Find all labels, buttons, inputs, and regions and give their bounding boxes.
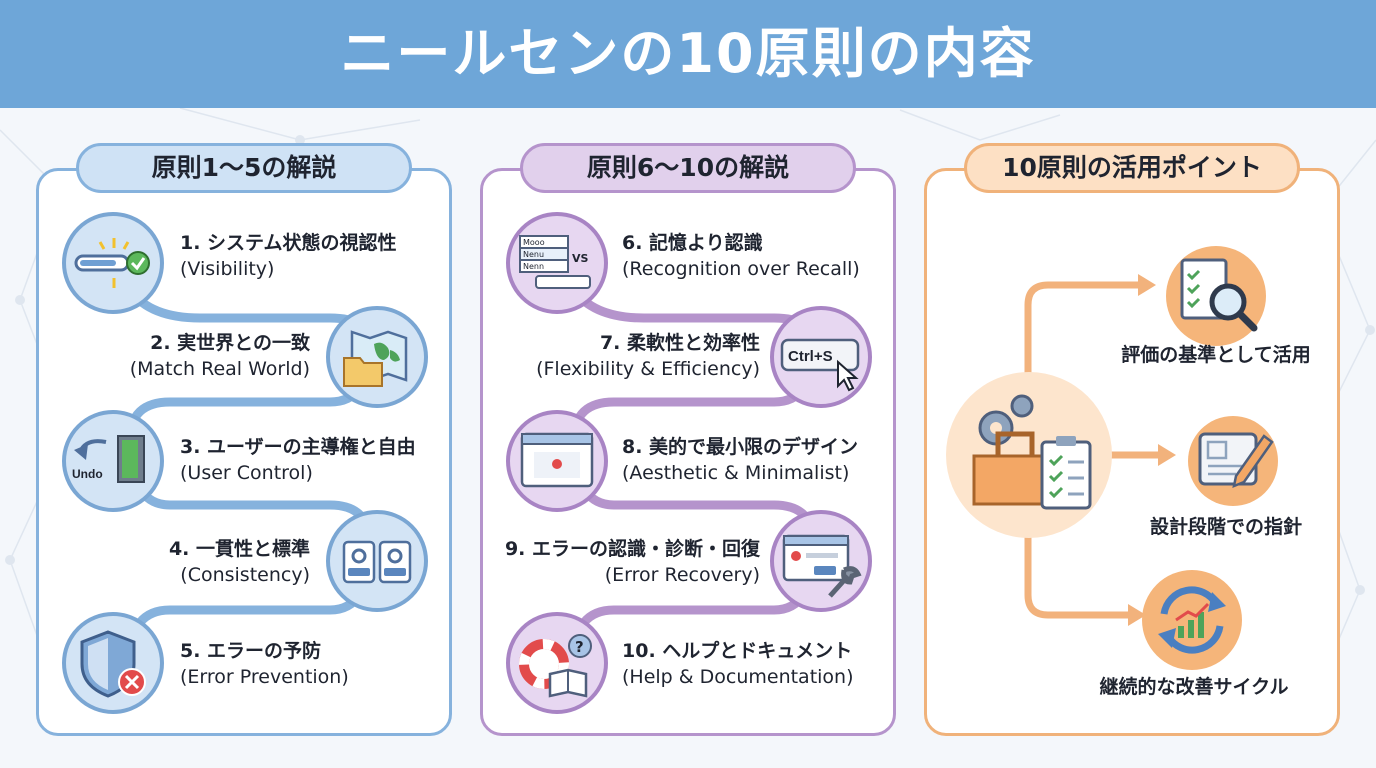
evaluation-icon-circle — [1166, 246, 1266, 346]
keyboard-shortcut-icon: Ctrl+S — [780, 338, 860, 392]
checklist-magnifier-icon — [1180, 258, 1258, 332]
principle-10-icon-circle: ? — [506, 612, 608, 714]
undo-door-icon: Undo — [72, 435, 145, 483]
principle-8-heading: 8. 美的で最小限のデザイン — [622, 436, 859, 458]
toolbox-checklist-icon — [972, 394, 1092, 510]
principle-4-icon-circle — [326, 510, 428, 612]
consistent-cards-icon — [342, 540, 412, 584]
principle-8-english: (Aesthetic & Minimalist) — [622, 462, 850, 484]
principle-7-label: 7. 柔軟性と効率性 (Flexibility & Efficiency) — [536, 330, 760, 382]
principle-2-label: 2. 実世界との一致 (Match Real World) — [130, 330, 310, 382]
principle-4-english: (Consistency) — [180, 564, 310, 586]
principle-7-icon-circle: Ctrl+S — [770, 306, 872, 408]
shortcut-key-text: Ctrl+S — [788, 348, 833, 365]
principle-5-icon-circle — [62, 612, 164, 714]
principle-2-icon-circle — [326, 306, 428, 408]
principle-9-english: (Error Recovery) — [604, 564, 760, 586]
vs-text: VS — [572, 252, 589, 265]
principle-5-heading: 5. エラーの予防 — [180, 640, 322, 662]
improvement-icon-circle — [1142, 570, 1242, 670]
panel-title-principles-1-5: 原則1〜5の解説 — [76, 143, 412, 193]
svg-text:?: ? — [575, 638, 584, 656]
map-folder-icon — [343, 330, 408, 387]
lifebuoy-book-icon: ? — [519, 634, 592, 698]
design-label: 設計段階での指針 — [1149, 516, 1302, 538]
principle-1-english: (Visibility) — [180, 258, 275, 280]
shield-error-icon — [80, 630, 146, 698]
minimal-window-icon — [520, 432, 594, 488]
improvement-cycle-icon — [1158, 586, 1226, 654]
tablet-pencil-icon — [1198, 432, 1274, 489]
principle-6-heading: 6. 記憶より認識 — [622, 232, 763, 254]
panel-title-principles-6-10: 原則6〜10の解説 — [520, 143, 856, 193]
evaluation-label: 評価の基準として活用 — [1121, 344, 1311, 366]
error-dialog-wrench-icon — [782, 534, 862, 598]
principle-3-label: 3. ユーザーの主導権と自由 (User Control) — [180, 434, 416, 486]
principle-3-heading: 3. ユーザーの主導権と自由 — [180, 436, 416, 458]
principle-2-english: (Match Real World) — [129, 358, 310, 380]
page-title: ニールセンの10原則の内容 — [340, 22, 1036, 85]
principle-1-heading: 1. システム状態の視認性 — [180, 232, 397, 254]
principle-6-icon-circle: Mooo Nenu Nenn VS — [506, 212, 608, 314]
principle-8-label: 8. 美的で最小限のデザイン (Aesthetic & Minimalist) — [622, 434, 858, 486]
principle-7-heading: 7. 柔軟性と効率性 — [599, 332, 760, 354]
title-banner: ニールセンの10原則の内容 — [0, 0, 1376, 108]
principle-1-icon-circle — [62, 212, 164, 314]
principle-2-heading: 2. 実世界との一致 — [150, 332, 310, 354]
principle-7-english: (Flexibility & Efficiency) — [536, 358, 760, 380]
principle-5-english: (Error Prevention) — [180, 666, 349, 688]
principle-4-label: 4. 一貫性と標準 (Consistency) — [169, 536, 310, 588]
undo-label: Undo — [72, 467, 103, 481]
principle-10-heading: 10. ヘルプとドキュメント — [622, 640, 853, 662]
principle-10-label: 10. ヘルプとドキュメント (Help & Documentation) — [622, 638, 854, 690]
principle-8-icon-circle — [506, 410, 608, 512]
principle-9-label: 9. エラーの認識・診断・回復 (Error Recovery) — [505, 536, 760, 588]
menu-item-3: Nenn — [523, 262, 544, 271]
principle-4-heading: 4. 一貫性と標準 — [168, 538, 310, 560]
principle-6-label: 6. 記憶より認識 (Recognition over Recall) — [622, 230, 860, 282]
principle-9-heading: 9. エラーの認識・診断・回復 — [504, 538, 760, 560]
arrow-to-evaluation — [1024, 281, 1144, 384]
principle-5-label: 5. エラーの予防 (Error Prevention) — [180, 638, 349, 690]
hub-icon-circle — [946, 372, 1112, 538]
panel-title-application-points: 10原則の活用ポイント — [964, 143, 1300, 193]
design-icon-circle — [1188, 416, 1278, 506]
progress-check-icon — [74, 238, 150, 288]
menu-vs-input-icon: Mooo Nenu Nenn VS — [519, 235, 591, 289]
principle-6-english: (Recognition over Recall) — [622, 258, 860, 280]
principle-1-label: 1. システム状態の視認性 (Visibility) — [180, 230, 396, 282]
menu-item-1: Mooo — [523, 238, 545, 247]
menu-item-2: Nenu — [523, 250, 544, 259]
improvement-label: 継続的な改善サイクル — [1099, 676, 1289, 698]
principle-3-icon-circle: Undo — [62, 410, 164, 512]
arrow-to-improvement — [1024, 526, 1134, 619]
principle-9-icon-circle — [770, 510, 872, 612]
principle-3-english: (User Control) — [180, 462, 313, 484]
principle-10-english: (Help & Documentation) — [622, 666, 854, 688]
